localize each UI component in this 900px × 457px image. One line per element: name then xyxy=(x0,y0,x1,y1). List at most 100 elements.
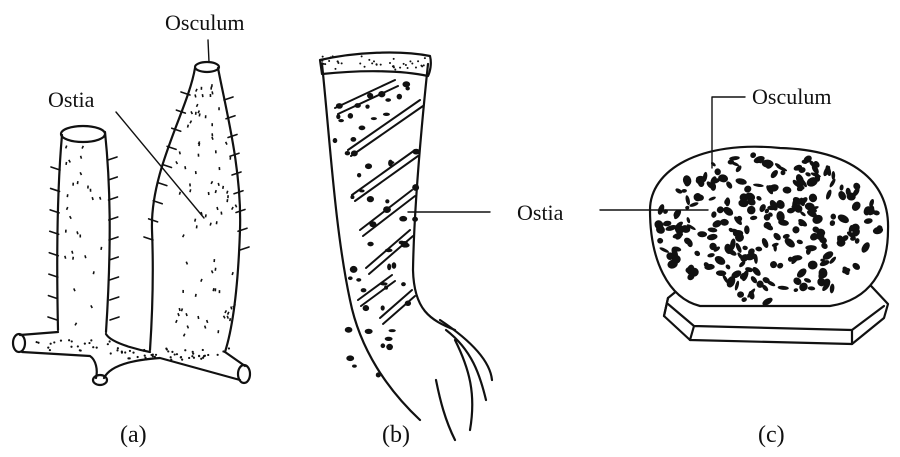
pore xyxy=(226,199,228,202)
ostium xyxy=(392,262,397,269)
spine xyxy=(110,317,119,320)
pore xyxy=(79,234,81,237)
rim-speck xyxy=(392,65,394,67)
base-speck xyxy=(144,355,146,357)
pore xyxy=(90,189,92,192)
base-speck xyxy=(145,358,147,360)
rim-speck xyxy=(403,63,405,65)
rim-speck xyxy=(364,66,366,68)
pore xyxy=(195,294,197,297)
pore xyxy=(93,271,95,274)
ostia-label-a: Ostia xyxy=(48,87,95,112)
base-speck xyxy=(181,359,183,361)
ostium xyxy=(352,365,357,368)
pore xyxy=(179,308,181,311)
pore xyxy=(204,325,206,328)
base-speck xyxy=(96,347,98,349)
rim-speck xyxy=(368,59,370,61)
base-speck xyxy=(202,349,204,351)
pore xyxy=(182,234,185,237)
spine xyxy=(158,183,167,186)
pore xyxy=(211,137,214,140)
pore xyxy=(220,212,222,215)
base-speck xyxy=(217,354,219,356)
rim-speck xyxy=(361,55,363,57)
base-speck xyxy=(88,342,90,344)
pore xyxy=(211,270,214,273)
ostium xyxy=(336,103,343,109)
pore xyxy=(183,333,186,336)
base-speck xyxy=(191,355,193,357)
pore xyxy=(211,123,213,126)
ostium xyxy=(365,329,373,334)
spine xyxy=(48,317,57,320)
pore xyxy=(194,94,196,97)
ostium xyxy=(384,285,388,289)
pore xyxy=(225,142,228,145)
base-speck xyxy=(154,356,156,358)
pore xyxy=(90,305,93,308)
base-speck xyxy=(121,352,123,354)
right-tube-outline xyxy=(150,68,240,352)
pore xyxy=(72,257,74,260)
pore xyxy=(210,181,213,184)
pore xyxy=(80,156,82,159)
ostium xyxy=(365,105,369,109)
diagonal-band xyxy=(355,156,418,201)
ostium xyxy=(350,195,354,199)
rim-speck xyxy=(415,66,417,68)
base-speck xyxy=(200,358,202,360)
pore xyxy=(197,110,200,113)
ostium xyxy=(350,266,358,273)
pore xyxy=(187,125,189,128)
base-speck xyxy=(180,356,182,358)
pore xyxy=(189,120,192,123)
ostium xyxy=(369,221,376,227)
pore xyxy=(209,222,211,225)
pore xyxy=(184,166,186,169)
base-speck xyxy=(70,346,72,348)
base-speck xyxy=(60,340,62,342)
base-speck xyxy=(71,340,73,342)
pore xyxy=(65,162,67,165)
ostium xyxy=(381,305,385,310)
ostium xyxy=(386,344,393,350)
pore xyxy=(197,316,199,319)
ostium xyxy=(401,241,409,248)
diagonal-band xyxy=(352,150,415,195)
rim-speck xyxy=(399,67,401,69)
base-speck xyxy=(37,342,39,344)
ostium xyxy=(412,149,420,155)
rim-speck xyxy=(393,58,395,60)
rim-speck xyxy=(321,60,323,62)
base-speck xyxy=(47,347,49,349)
caption-b: (b) xyxy=(382,422,410,448)
pore xyxy=(231,272,233,275)
pore xyxy=(211,91,213,94)
pore xyxy=(210,94,212,97)
pore xyxy=(179,151,181,154)
base-speck xyxy=(77,345,79,347)
diagonal-band xyxy=(335,80,395,108)
ostium xyxy=(338,119,344,122)
sponge-a-pores xyxy=(64,84,237,337)
pore xyxy=(205,115,207,118)
pore xyxy=(200,279,203,282)
ostium xyxy=(380,282,388,285)
pore xyxy=(76,231,78,234)
pore xyxy=(194,219,196,222)
pore xyxy=(208,192,210,195)
osculum-leader-a xyxy=(208,40,209,62)
pore xyxy=(73,288,76,291)
ostia-leader-a xyxy=(116,112,204,218)
pore xyxy=(215,190,217,193)
ostium xyxy=(348,276,353,280)
rim-speck xyxy=(373,60,375,62)
pore xyxy=(74,322,77,325)
pore xyxy=(201,87,203,90)
pore xyxy=(216,221,218,224)
pore xyxy=(87,185,89,188)
pore xyxy=(99,197,101,200)
ostium xyxy=(383,113,390,116)
